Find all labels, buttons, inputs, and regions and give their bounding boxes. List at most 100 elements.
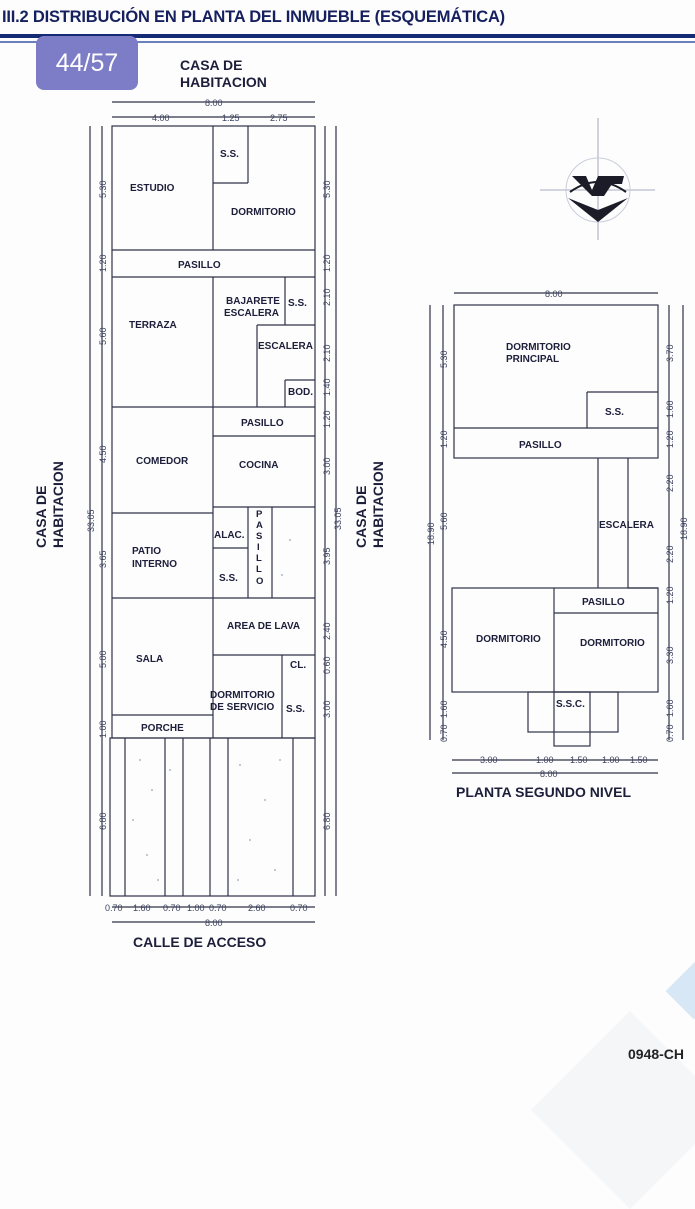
room-dorm-serv-line2: DE SERVICIO <box>210 702 274 713</box>
dim-2nd-right: 1.20 <box>665 586 675 604</box>
room-bod: BOD. <box>288 387 313 398</box>
street-label: CALLE DE ACCESO <box>133 934 266 950</box>
dim-2nd-right: 1.60 <box>665 699 675 717</box>
room-cl: CL. <box>290 660 306 671</box>
document-code: 0948-CH <box>628 1046 685 1062</box>
room-estudio: ESTUDIO <box>130 183 175 194</box>
north-compass-icon <box>540 118 655 240</box>
pasillo-vertical-letter: P <box>256 509 263 520</box>
dim-2nd-right-total: 18.90 <box>679 517 689 540</box>
room-pasillo-vertical: P A S I L L O <box>256 509 263 587</box>
pasillo-vertical-letter: A <box>256 520 263 531</box>
room-ss-2nd: S.S. <box>605 407 624 418</box>
dim-right: 2.10 <box>322 344 332 362</box>
dim-bottom: 2.60 <box>248 903 266 913</box>
dim-right: 1.20 <box>322 410 332 428</box>
dim-right: 2.40 <box>322 622 332 640</box>
dim-left: 1.00 <box>98 720 108 738</box>
room-ss-patio: S.S. <box>219 573 238 584</box>
room-dormitorio-2nd-b: DORMITORIO <box>580 638 645 649</box>
pasillo-vertical-letter: L <box>256 564 262 575</box>
dim-total-depth-right: 33.05 <box>333 507 343 530</box>
dim-2nd-left-total: 18.90 <box>426 522 436 545</box>
dim-2nd-bottom: 3.00 <box>480 755 498 765</box>
document-header: III.2 DISTRIBUCIÓN EN PLANTA DEL INMUEBL… <box>0 0 695 48</box>
header-rule <box>0 34 695 38</box>
west-neighbor-label-line2: HABITACION <box>50 461 66 548</box>
dim-second-top-width: 8.00 <box>545 289 563 299</box>
dim-2nd-left: 1.60 <box>439 700 449 718</box>
dim-bottom: 0.70 <box>209 903 227 913</box>
dim-2nd-bottom: 1.00 <box>536 755 554 765</box>
dim-top-a: 4.00 <box>152 113 170 123</box>
room-pasillo-2: PASILLO <box>241 418 284 429</box>
dim-2nd-right: 0.70 <box>665 724 675 742</box>
second-floor-title: PLANTA SEGUNDO NIVEL <box>456 784 631 800</box>
room-dorm-serv-line1: DORMITORIO <box>210 690 275 701</box>
room-alac: ALAC. <box>214 530 245 541</box>
room-terraza: TERRAZA <box>129 320 177 331</box>
dim-total-width-bottom: 8.00 <box>205 918 223 928</box>
dim-right: 3.00 <box>322 700 332 718</box>
room-dorm-principal-line1: DORMITORIO <box>506 342 571 353</box>
dim-left: 4.50 <box>98 445 108 463</box>
dim-top-b: 1.25 <box>222 113 240 123</box>
room-ss-top: S.S. <box>220 149 239 160</box>
dim-2nd-right: 2.20 <box>665 545 675 563</box>
dim-2nd-left: 0.70 <box>439 724 449 742</box>
room-pasillo-1: PASILLO <box>178 260 221 271</box>
dim-bottom: 0.70 <box>163 903 181 913</box>
room-cocina: COCINA <box>239 460 278 471</box>
room-bajarete-line1: BAJARETE <box>226 296 280 307</box>
dim-right: 5.30 <box>322 180 332 198</box>
dim-left: 3.65 <box>98 550 108 568</box>
room-dorm-principal-line2: PRINCIPAL <box>506 354 559 365</box>
dim-right: 3.95 <box>322 547 332 565</box>
dim-2nd-bottom: 1.50 <box>630 755 648 765</box>
dim-left: 5.30 <box>98 180 108 198</box>
room-pasillo-2nd-lower: PASILLO <box>582 597 625 608</box>
dim-right: 3.00 <box>322 457 332 475</box>
dim-2nd-left: 5.60 <box>439 512 449 530</box>
room-pasillo-2nd: PASILLO <box>519 440 562 451</box>
room-ss-bajarete: S.S. <box>288 298 307 309</box>
dim-2nd-right: 1.20 <box>665 430 675 448</box>
dim-2nd-right: 3.70 <box>665 344 675 362</box>
room-dormitorio: DORMITORIO <box>231 207 296 218</box>
dim-left: 5.60 <box>98 327 108 345</box>
dim-bottom: 0.70 <box>105 903 123 913</box>
dim-right: 2.10 <box>322 288 332 306</box>
dim-right: 1.40 <box>322 378 332 396</box>
dim-left: 1.20 <box>98 254 108 272</box>
dim-left: 6.80 <box>98 812 108 830</box>
north-neighbor-label-line1: CASA DE <box>180 57 243 73</box>
page-indicator-badge[interactable]: 44/57 <box>36 36 138 90</box>
room-sala: SALA <box>136 654 163 665</box>
dim-right: 0.60 <box>322 656 332 674</box>
dim-2nd-right: 1.60 <box>665 400 675 418</box>
dim-left: 5.00 <box>98 650 108 668</box>
east-neighbor-label-line2: HABITACION <box>370 461 386 548</box>
dim-2nd-bottom: 1.00 <box>602 755 620 765</box>
dim-total-depth-left: 33.05 <box>86 509 96 532</box>
dim-total-width-top: 8.00 <box>205 98 223 108</box>
east-neighbor-label-line1: CASA DE <box>353 486 369 549</box>
room-comedor: COMEDOR <box>136 456 189 467</box>
dim-2nd-left: 1.20 <box>439 430 449 448</box>
dim-bottom: 0.70 <box>290 903 308 913</box>
room-porche: PORCHE <box>141 723 184 734</box>
pasillo-vertical-letter: I <box>257 542 260 553</box>
dim-2nd-bottom: 1.50 <box>570 755 588 765</box>
header-rule-thin <box>0 41 695 43</box>
room-dormitorio-2nd-a: DORMITORIO <box>476 634 541 645</box>
room-escalera-2nd: ESCALERA <box>599 520 654 531</box>
dim-bottom: 1.00 <box>187 903 205 913</box>
dim-2nd-bottom-total: 8.00 <box>540 769 558 779</box>
pasillo-vertical-letter: O <box>256 576 263 587</box>
dim-2nd-right: 3.30 <box>665 646 675 664</box>
west-neighbor-label-line1: CASA DE <box>33 486 49 549</box>
dim-right: 1.20 <box>322 254 332 272</box>
room-patio-line1: PATIO <box>132 546 161 557</box>
